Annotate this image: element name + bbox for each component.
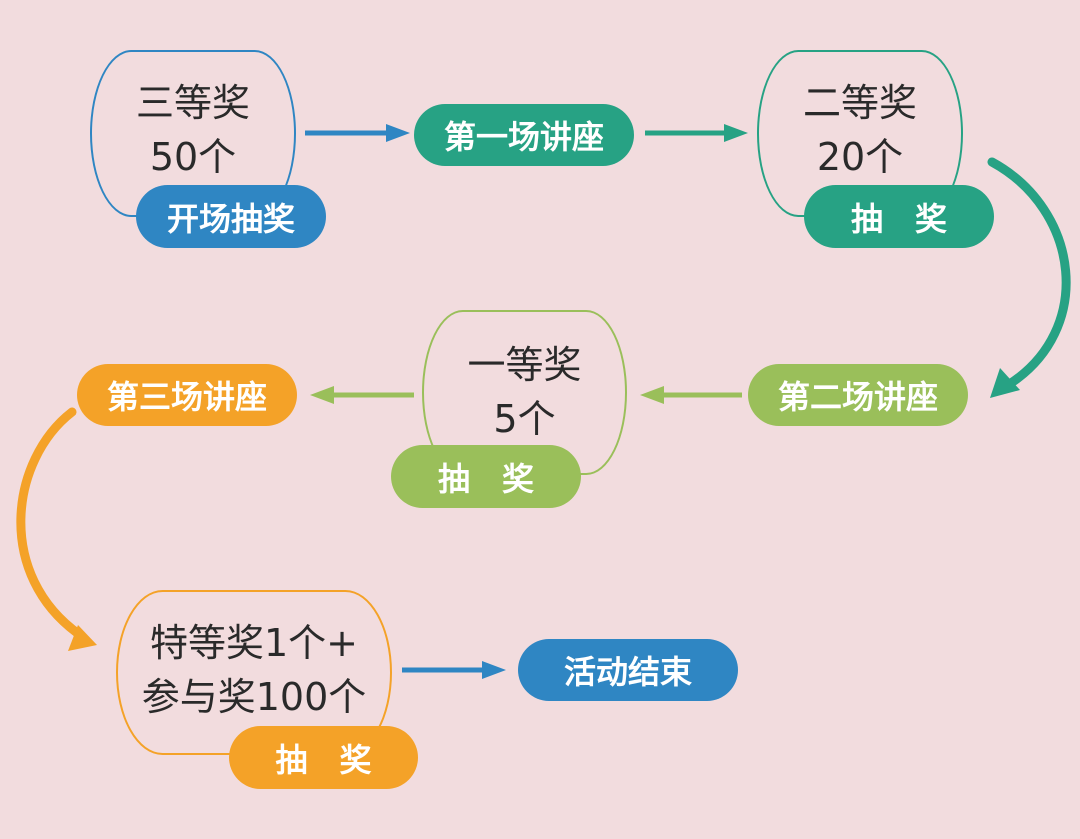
lecture-two: 第二场讲座 [748, 364, 968, 426]
prize-special-tag: 抽 奖 [229, 726, 418, 789]
arrow-prize2-to-lecture2 [987, 157, 1071, 390]
prize-second-tag: 抽 奖 [804, 185, 994, 248]
arrow-head [724, 124, 748, 142]
prize-second-name: 二等奖 [802, 81, 917, 125]
event-end: 活动结束 [518, 639, 738, 701]
prize-first-tag: 抽 奖 [391, 445, 581, 508]
prize-third-name: 三等奖 [135, 81, 250, 125]
arrow-lecture3-to-special [16, 407, 85, 640]
arrow-head [68, 625, 97, 651]
arrow-head [482, 661, 506, 679]
arrow-head [386, 124, 410, 142]
arrow-head [310, 386, 334, 404]
prize-third-count: 50个 [149, 135, 237, 179]
prize-special-line2: 参与奖100个 [141, 675, 367, 719]
arrow-head [640, 386, 664, 404]
prize-third-tag: 开场抽奖 [136, 185, 326, 248]
lecture-one: 第一场讲座 [414, 104, 634, 166]
lecture-three: 第三场讲座 [77, 364, 297, 426]
prize-first-name: 一等奖 [467, 343, 582, 387]
arrow-head [990, 368, 1020, 398]
prize-second-count: 20个 [816, 135, 904, 179]
prize-first-count: 5个 [493, 397, 556, 441]
prize-special-line1: 特等奖1个+ [149, 621, 359, 665]
